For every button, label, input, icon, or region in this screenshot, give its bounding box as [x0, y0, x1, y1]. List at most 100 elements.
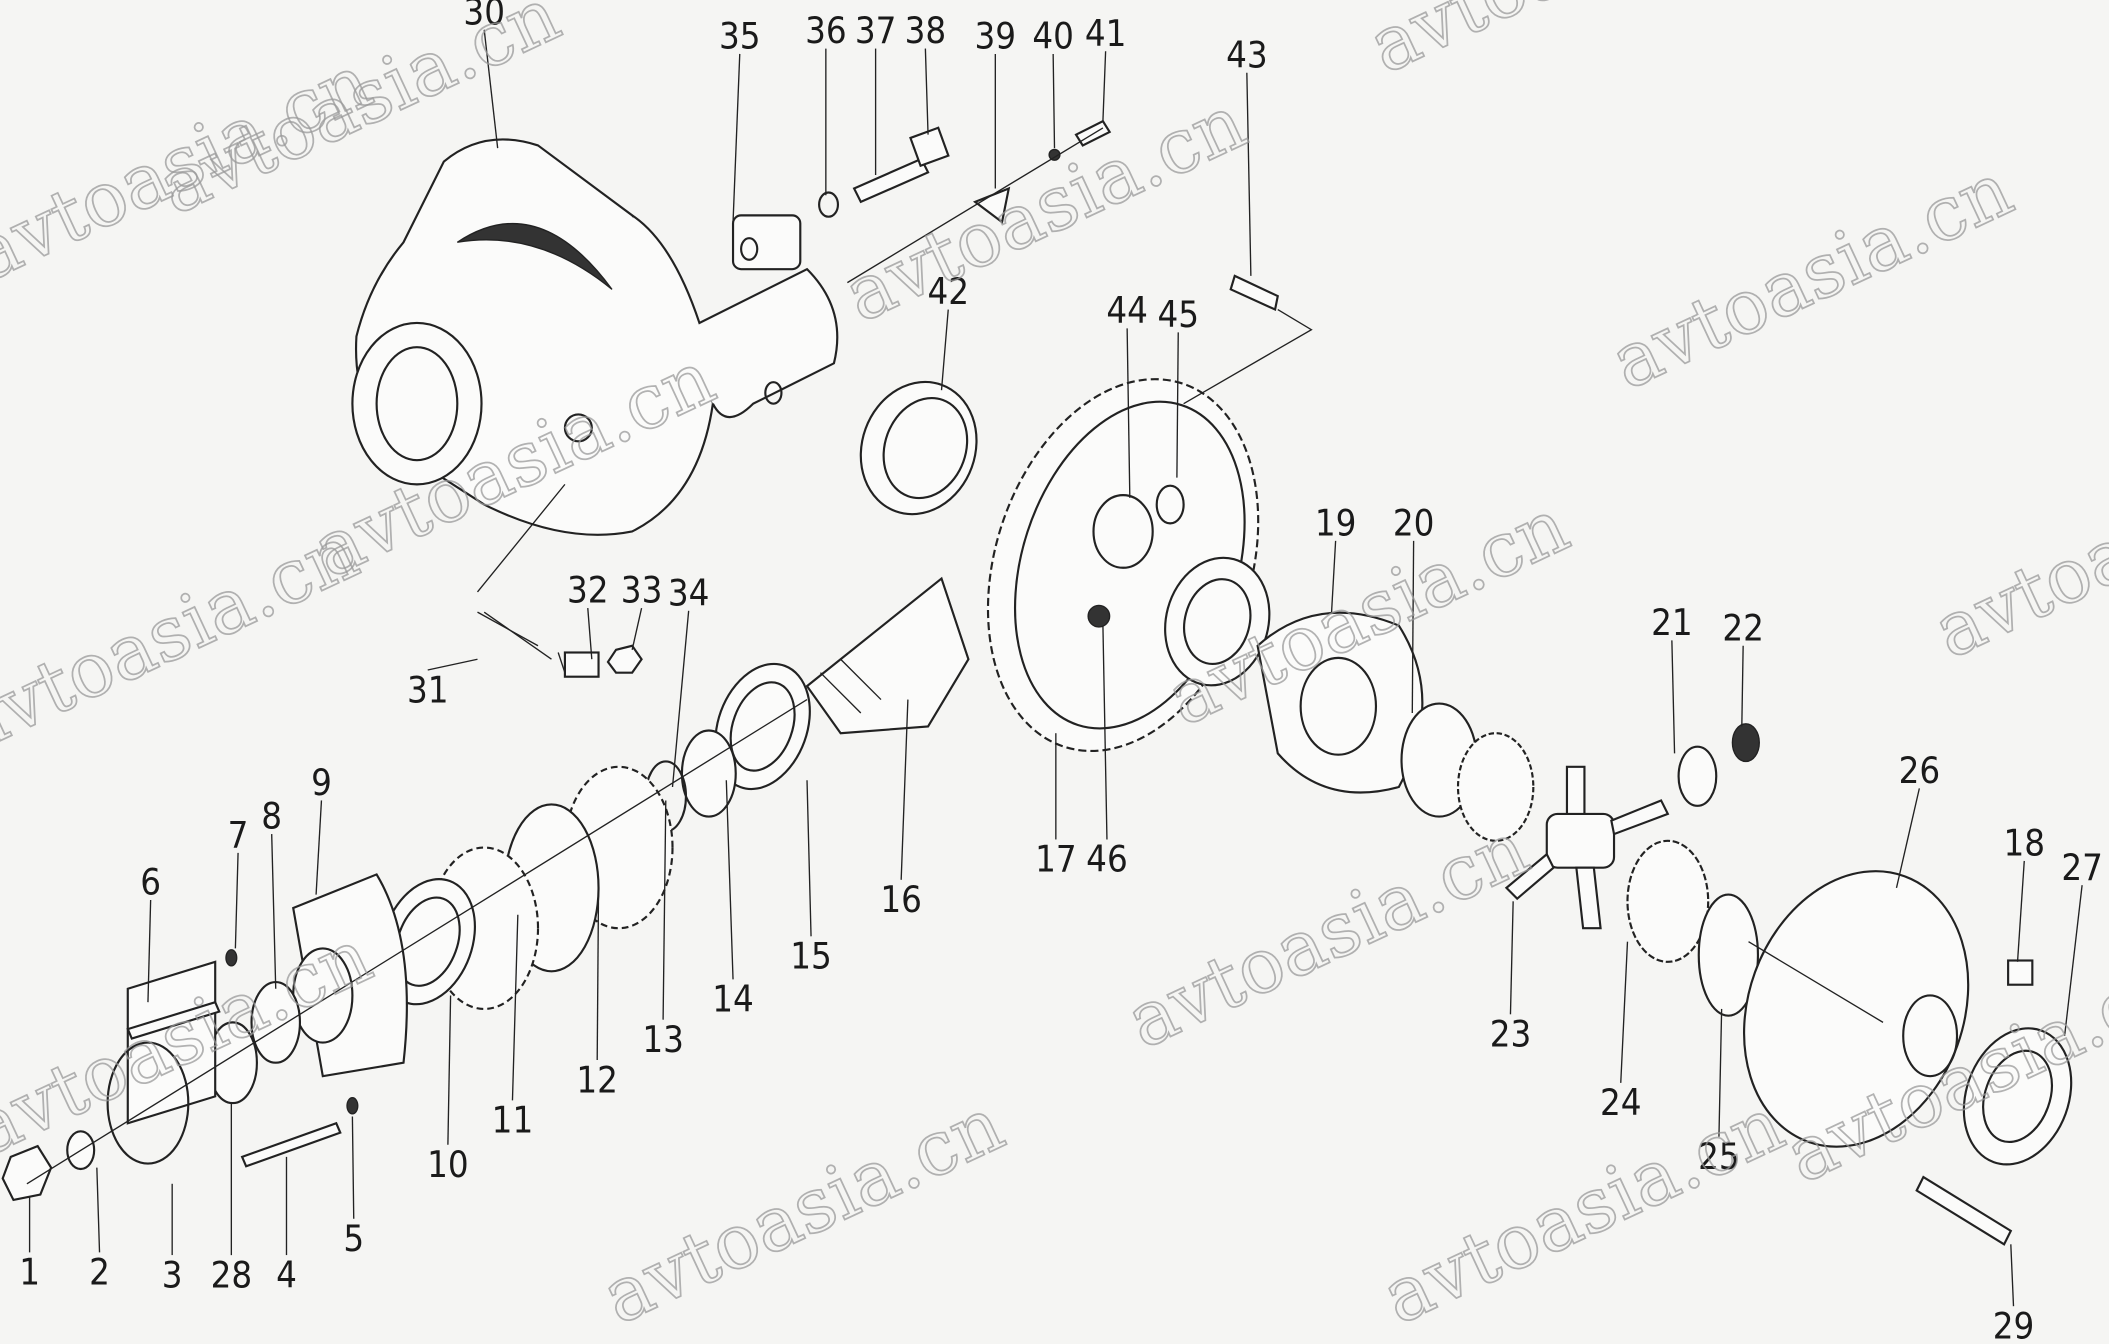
part-number-label: 20 — [1393, 501, 1435, 544]
part-number-label: 1 — [19, 1251, 40, 1294]
part-number-label: 9 — [311, 761, 332, 804]
leader-line — [351, 1116, 355, 1219]
part-number-label: 7 — [228, 814, 249, 857]
part-number-label: 42 — [927, 270, 969, 313]
leader-line — [2010, 1244, 2015, 1307]
part-number-label: 27 — [2061, 846, 2103, 889]
part-washer-25 — [1697, 893, 1760, 1017]
part-number-label: 11 — [492, 1099, 534, 1142]
part-number-label: 46 — [1086, 838, 1128, 881]
part-flange-3 — [126, 960, 217, 1125]
part-number-label: 43 — [1226, 33, 1268, 76]
parts — [1, 119, 2073, 1246]
part-bearing-27 — [1962, 1027, 2073, 1166]
part-number-label: 37 — [855, 9, 897, 52]
leader-line — [900, 699, 909, 880]
part-number-label: 21 — [1651, 601, 1693, 644]
part-number-label: 19 — [1315, 501, 1357, 544]
part-number-label: 8 — [261, 795, 282, 838]
part-washer-22 — [1731, 723, 1760, 763]
watermark-text: avtoasia.cn — [1598, 145, 2025, 407]
leader-line — [587, 608, 593, 660]
part-number-label: 22 — [1722, 606, 1764, 649]
leader-line — [1411, 540, 1415, 714]
part-flange-face — [106, 1041, 190, 1165]
part-number-label: 29 — [1993, 1304, 2035, 1344]
part-number-label: 26 — [1899, 749, 1941, 792]
part-number-label: 34 — [668, 571, 710, 614]
leader-line — [234, 852, 239, 949]
part-bolt-6 — [126, 1000, 221, 1040]
part-number-label: 4 — [276, 1253, 297, 1296]
part-number-label: 17 — [1035, 838, 1077, 881]
part-washer-5 — [346, 1097, 359, 1115]
leader-line — [147, 899, 152, 1003]
part-number-label: 14 — [712, 978, 754, 1021]
leader-line — [1718, 1008, 1723, 1137]
part-number-label: 36 — [805, 9, 847, 52]
part-carrier-bearing — [1164, 556, 1271, 687]
leader-line — [1246, 72, 1252, 276]
leader-line — [96, 1167, 101, 1253]
part-number-label: 31 — [407, 668, 449, 711]
part-number-label: 10 — [427, 1143, 469, 1186]
leader-line — [631, 607, 643, 650]
part-pin-31 — [477, 611, 566, 673]
part-lock-32 — [563, 651, 600, 678]
leader-line — [924, 48, 929, 135]
part-bearing — [859, 380, 978, 516]
leader-line — [1741, 645, 1744, 727]
leader-line — [315, 800, 323, 895]
part-number-label: 23 — [1490, 1013, 1532, 1056]
leader-line — [1102, 51, 1107, 122]
part-washer-7 — [225, 949, 238, 967]
leader-line — [940, 309, 949, 391]
leader-line — [1176, 332, 1179, 478]
leader-line — [2016, 860, 2025, 962]
leader-line — [1330, 540, 1337, 613]
part-number-label: 18 — [2003, 822, 2045, 865]
leader-line — [662, 800, 667, 1020]
assembly-axis-lines — [26, 127, 1884, 1185]
watermark-text: avtoasia.cn — [1356, 0, 1783, 90]
part-number-label: 41 — [1085, 12, 1127, 55]
part-number-label: 33 — [621, 569, 663, 612]
watermark-text: avtoasia.cn — [589, 1080, 1016, 1342]
leader-line — [1895, 788, 1921, 889]
part-number-label: 44 — [1106, 289, 1148, 332]
watermark-text: avtoasia.cn — [0, 508, 371, 770]
leader-line — [732, 53, 741, 223]
part-number-label: 15 — [790, 935, 832, 978]
part-number-label: 28 — [211, 1253, 253, 1296]
part-number-label: 2 — [89, 1251, 110, 1294]
part-number-label: 30 — [463, 0, 505, 33]
part-nut-18 — [2007, 959, 2034, 986]
leader-line — [427, 658, 478, 671]
leader-line — [271, 834, 277, 989]
leader-line — [1126, 328, 1131, 498]
leader-line — [1620, 941, 1629, 1083]
part-side-gear-24 — [1626, 839, 1710, 963]
leader-line — [447, 995, 452, 1145]
leader-line — [1509, 901, 1514, 1015]
part-number-label: 45 — [1157, 293, 1199, 336]
leader-line — [2063, 885, 2083, 1036]
part-pinion — [805, 576, 970, 735]
part-ring-gear — [986, 378, 1260, 753]
watermark-text: avtoasia.cn — [1921, 414, 2109, 676]
part-number-label: 13 — [642, 1018, 684, 1061]
part-number-label: 25 — [1698, 1135, 1740, 1178]
part-side-gear — [1456, 732, 1535, 842]
watermark-text: avtoasia.cn — [0, 37, 384, 299]
leader-line — [511, 914, 519, 1101]
part-nut-1 — [1, 1144, 53, 1202]
part-number-label: 32 — [567, 569, 609, 612]
part-housing — [351, 138, 839, 660]
leader-line — [806, 780, 812, 937]
watermark-text: avtoasia.cn — [1369, 1080, 1796, 1342]
part-number-label: 16 — [880, 878, 922, 921]
leader-line — [725, 780, 734, 980]
